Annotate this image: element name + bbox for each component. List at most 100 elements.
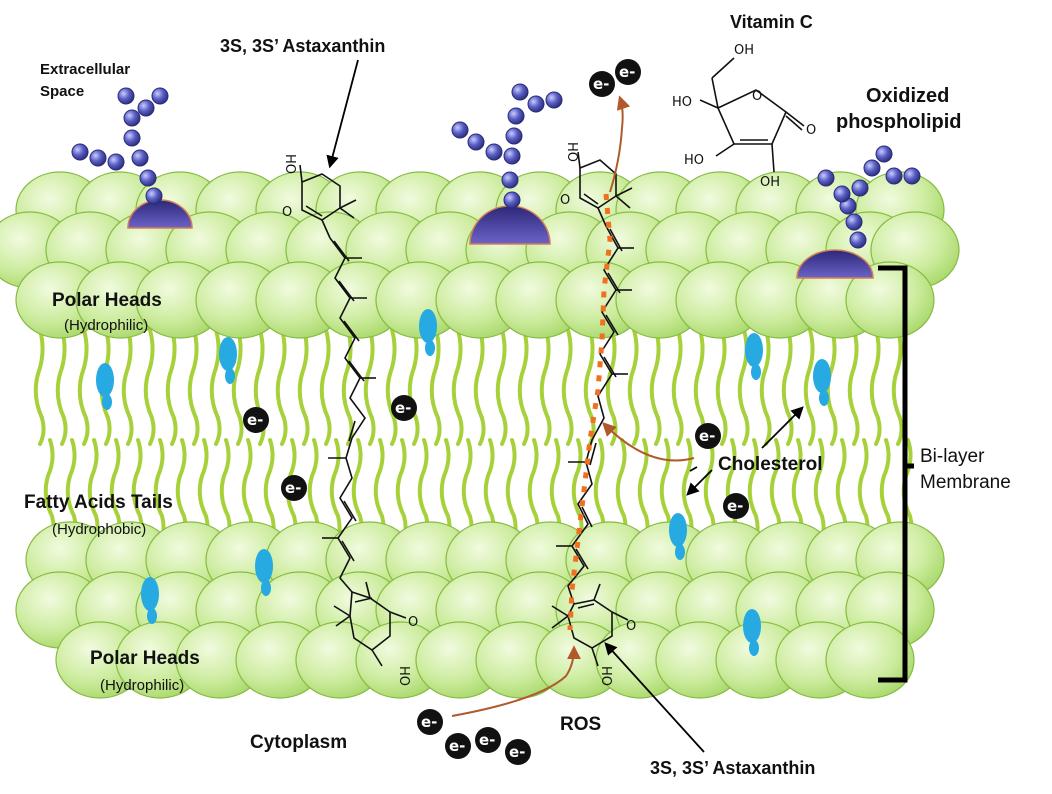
tail bbox=[781, 328, 794, 446]
glycan-bead bbox=[845, 213, 863, 231]
atom-labels: HO O O HO HO O O HO OH HO O O HO OH bbox=[282, 43, 816, 686]
glycan-bead bbox=[833, 185, 851, 203]
label-hydrophobic: (Hydrophobic) bbox=[52, 521, 146, 538]
tail bbox=[385, 328, 398, 446]
tail bbox=[33, 328, 46, 446]
electron-label: e- bbox=[509, 743, 525, 761]
atom-ho-vitc-left: HO bbox=[672, 95, 692, 110]
electron-label: e- bbox=[619, 63, 635, 81]
cholesterol-tail bbox=[102, 394, 112, 410]
cholesterol-tail bbox=[819, 390, 829, 406]
pointer-arrows bbox=[326, 59, 804, 753]
glycan-bead bbox=[903, 167, 921, 185]
glycan-bead bbox=[817, 169, 835, 187]
atom-o-vitc-carbonyl: O bbox=[806, 123, 816, 138]
astaxanthin-right bbox=[551, 151, 634, 667]
label-oxidized-2: phospholipid bbox=[836, 111, 962, 133]
ros-arrows bbox=[451, 95, 695, 717]
electron-icon bbox=[475, 727, 501, 753]
electron-label: e- bbox=[395, 399, 411, 417]
label-bilayer-2: Membrane bbox=[920, 472, 1011, 493]
cholesterol-blob bbox=[669, 513, 687, 547]
glycan-bead bbox=[117, 87, 135, 105]
tail bbox=[297, 328, 310, 446]
oxidized-phospholipid bbox=[796, 145, 921, 279]
cholesterol-tail bbox=[261, 580, 271, 596]
atom-ho-right-bottom: HO bbox=[598, 666, 613, 686]
tail bbox=[55, 328, 68, 446]
glycan-bead bbox=[863, 159, 881, 177]
atom-o-right-bottom: O bbox=[626, 619, 636, 634]
electron-label: e- bbox=[449, 737, 465, 755]
electron-icon bbox=[391, 395, 417, 421]
glycan-bead bbox=[527, 95, 545, 113]
glycan-bead bbox=[151, 87, 169, 105]
atom-o-left-top: O bbox=[282, 205, 292, 220]
tail bbox=[539, 328, 552, 446]
tail bbox=[495, 328, 508, 446]
atom-oh-vitc-bottom: OH bbox=[760, 175, 780, 190]
tail bbox=[715, 328, 728, 446]
label-cytoplasm: Cytoplasm bbox=[250, 732, 347, 753]
cholesterol-blob bbox=[743, 609, 761, 643]
electron-label: e- bbox=[593, 75, 609, 93]
tail bbox=[671, 328, 684, 446]
tail bbox=[825, 328, 838, 446]
tail bbox=[605, 328, 618, 446]
glycan-bead bbox=[545, 91, 563, 109]
atom-ho-right-top: HO bbox=[564, 142, 579, 162]
tail bbox=[451, 328, 464, 446]
bilayer-bracket bbox=[878, 265, 914, 683]
cholesterol-blob bbox=[419, 309, 437, 343]
label-astaxanthin-top: 3S, 3S’ Astaxanthin bbox=[220, 36, 385, 56]
cholesterol-tail bbox=[425, 340, 435, 356]
tail bbox=[847, 328, 860, 446]
label-cholesterol: Cholesterol bbox=[718, 454, 823, 475]
glycan-bead bbox=[71, 143, 89, 161]
glycan-bead bbox=[467, 133, 485, 151]
glycan-bead bbox=[123, 109, 141, 127]
cholesterol-tail bbox=[751, 364, 761, 380]
electron-label: e- bbox=[285, 479, 301, 497]
glycan-bead bbox=[505, 127, 523, 145]
electron-icon bbox=[615, 59, 641, 85]
electron-icon bbox=[695, 423, 721, 449]
electron-icon bbox=[417, 709, 443, 735]
glycan-bead bbox=[507, 107, 525, 125]
cholesterol-blob bbox=[96, 363, 114, 397]
glycan-bead bbox=[875, 145, 893, 163]
tail bbox=[561, 328, 574, 446]
glycolipid-middle bbox=[451, 83, 563, 245]
glycan-bead bbox=[139, 169, 157, 187]
polar-heads-lower-leaflet bbox=[15, 521, 945, 699]
glycan-bead bbox=[503, 191, 521, 209]
glycan-bead bbox=[123, 129, 141, 147]
glycan-bead bbox=[503, 147, 521, 165]
electrons: e-e-e-e-e-e-e-e-e-e-e- bbox=[243, 59, 749, 765]
tail bbox=[275, 328, 288, 446]
tail bbox=[121, 328, 134, 446]
glycan-bead bbox=[131, 149, 149, 167]
electron-label: e- bbox=[247, 411, 263, 429]
electron-icon bbox=[281, 475, 307, 501]
label-polar-heads-top: Polar Heads bbox=[52, 290, 162, 311]
glycan-bead bbox=[501, 171, 519, 189]
atom-ho-left-top: HO bbox=[282, 154, 297, 174]
atom-oh-vitc-top: OH bbox=[734, 43, 754, 58]
tail bbox=[165, 328, 178, 446]
tail bbox=[429, 328, 442, 446]
fatty-acid-tails-upper-leaflet bbox=[33, 328, 904, 446]
electron-label: e- bbox=[699, 427, 715, 445]
tail bbox=[77, 328, 90, 446]
tail bbox=[319, 328, 332, 446]
polar-head bbox=[845, 261, 935, 339]
atom-ho-left-bottom: HO bbox=[396, 666, 411, 686]
tail bbox=[407, 328, 420, 446]
label-vitamin-c: Vitamin C bbox=[730, 12, 813, 32]
electron-label: e- bbox=[479, 731, 495, 749]
tail bbox=[759, 328, 772, 446]
label-oxidized-1: Oxidized bbox=[866, 85, 949, 107]
tail bbox=[143, 328, 156, 446]
label-astaxanthin-bottom: 3S, 3S’ Astaxanthin bbox=[650, 758, 815, 778]
